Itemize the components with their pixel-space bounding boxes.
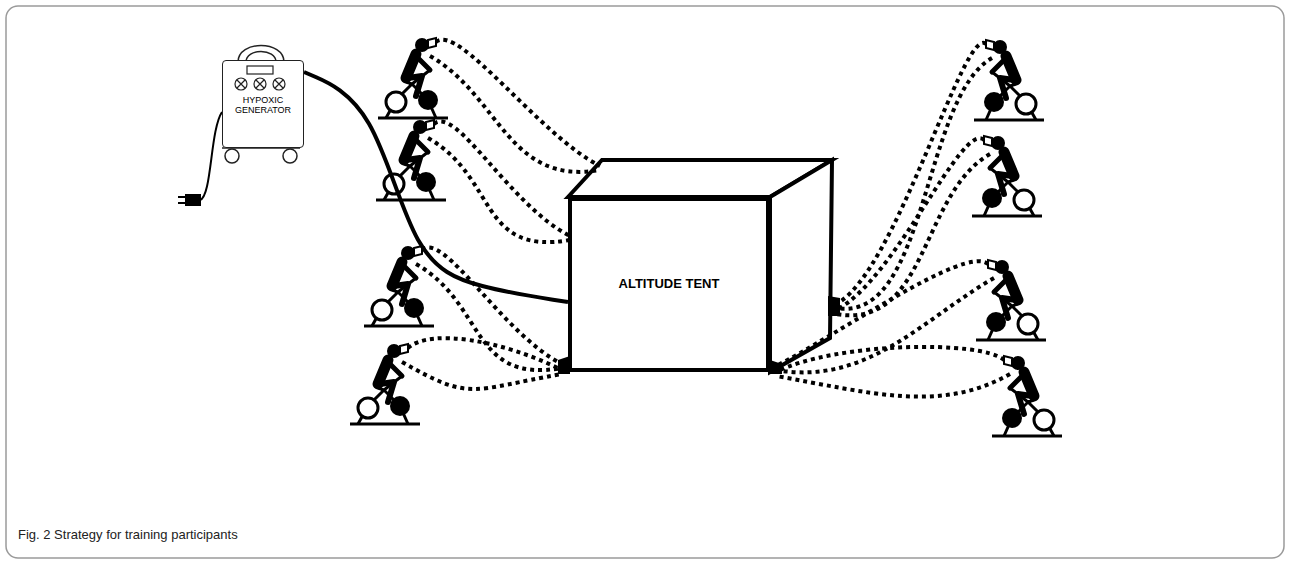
cyclist-icon (364, 246, 434, 326)
power-cord (186, 112, 222, 200)
breathing-tube (776, 261, 988, 366)
figure-frame (6, 6, 1284, 558)
breathing-tube (776, 278, 994, 372)
figure-caption: Fig. 2 Strategy for training participant… (18, 527, 238, 542)
breathing-tube (430, 56, 600, 172)
control-panel (223, 61, 299, 95)
generator-wheel (225, 149, 239, 163)
breathing-tube (776, 374, 1010, 397)
breathing-tube (434, 121, 570, 236)
node-label: HYPOXIC GENERATOR (228, 95, 298, 116)
breathing-tube (422, 247, 562, 364)
breathing-tube (402, 362, 562, 389)
node-label: ALTITUDE TENT (619, 277, 720, 292)
breathing-tube (436, 40, 600, 166)
cyclist-icon (976, 260, 1046, 340)
power-plug (178, 195, 200, 205)
cyclist-icon (992, 356, 1062, 436)
cyclist-icon (350, 344, 420, 424)
tent-box: ALTITUDE TENT (568, 197, 770, 372)
breathing-tube (836, 58, 992, 309)
breathing-tube (416, 264, 562, 370)
breathing-tube (408, 338, 562, 370)
breathing-tube (836, 154, 990, 315)
breathing-tube (428, 138, 570, 242)
cyclist-icon (974, 40, 1044, 120)
air-hose (304, 72, 568, 302)
breathing-tube (776, 347, 1004, 372)
cyclist-icon (972, 136, 1042, 216)
breathing-tube (836, 138, 984, 310)
cyclist-icon (378, 38, 448, 118)
generator-wheel (283, 149, 297, 163)
generator-device: HYPOXIC GENERATOR (222, 60, 304, 148)
